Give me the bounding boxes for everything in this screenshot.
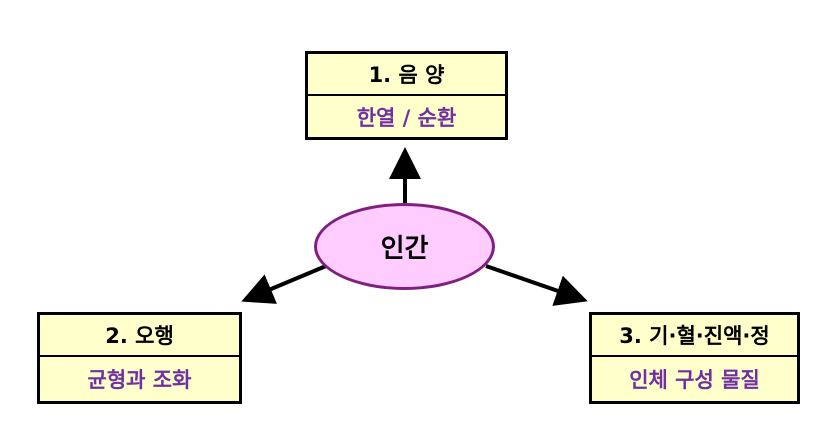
node-yin-yang: 1. 음 양 한열 / 순환 — [305, 51, 508, 140]
arrow-to-five-elements — [241, 264, 327, 304]
node-yin-yang-title: 1. 음 양 — [308, 54, 505, 96]
node-yin-yang-subtitle: 한열 / 순환 — [356, 105, 457, 130]
arrow-to-body-substances — [485, 264, 588, 306]
node-body-substances-subtitle: 인체 구성 물질 — [629, 368, 760, 392]
node-body-substances: 3. 기·혈·진액·정 인체 구성 물질 — [589, 312, 800, 404]
center-node-label: 인간 — [380, 234, 429, 264]
node-five-elements-title: 2. 오행 — [40, 315, 239, 357]
node-five-elements: 2. 오행 균형과 조화 — [37, 312, 242, 404]
node-body-substances-title: 3. 기·혈·진액·정 — [592, 315, 797, 357]
node-five-elements-subtitle: 균형과 조화 — [87, 368, 192, 392]
center-node-human: 인간 — [314, 203, 495, 290]
